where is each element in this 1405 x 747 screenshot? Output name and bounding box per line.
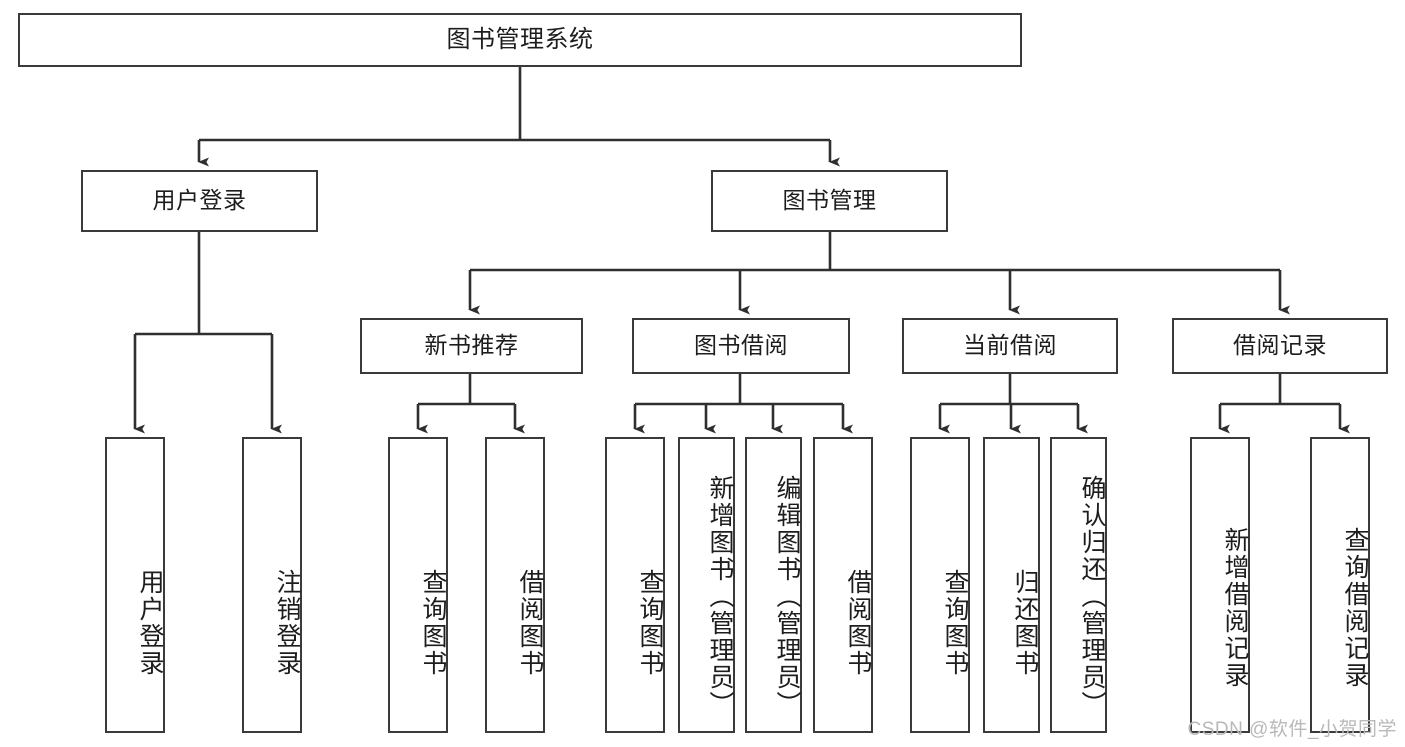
node-leaf-query-book-3[interactable]: 查询图书 [910,437,970,733]
node-current-borrow[interactable]: 当前借阅 [902,318,1118,374]
node-book-manage[interactable]: 图书管理 [711,170,948,232]
node-leaf-query-book-3-label: 查询图书 [941,569,969,677]
node-leaf-add-book-label: 新增图书（管理员） [706,474,734,718]
node-leaf-query-book-2-label: 查询图书 [636,569,664,677]
node-leaf-query-book-1[interactable]: 查询图书 [388,437,448,733]
node-leaf-borrow-book-1-label: 借阅图书 [516,569,544,677]
node-leaf-logout[interactable]: 注销登录 [242,437,302,733]
node-new-book-rec-label: 新书推荐 [424,332,519,359]
node-leaf-add-book[interactable]: 新增图书（管理员） [678,437,735,733]
node-leaf-user-login[interactable]: 用户登录 [105,437,165,733]
node-root[interactable]: 图书管理系统 [18,13,1022,67]
node-book-manage-label: 图书管理 [782,187,877,214]
node-leaf-query-book-1-label: 查询图书 [419,569,447,677]
node-leaf-borrow-book-2-label: 借阅图书 [844,569,872,677]
node-leaf-return-book-label: 归还图书 [1011,569,1039,677]
node-leaf-query-record-label: 查询借阅记录 [1341,527,1369,689]
node-borrow-record-label: 借阅记录 [1233,332,1327,359]
node-book-borrow-label: 图书借阅 [694,332,788,359]
node-leaf-edit-book[interactable]: 编辑图书（管理员） [745,437,802,733]
node-leaf-add-record[interactable]: 新增借阅记录 [1190,437,1250,733]
node-user-login[interactable]: 用户登录 [81,170,318,232]
node-leaf-borrow-book-2[interactable]: 借阅图书 [813,437,873,733]
node-current-borrow-label: 当前借阅 [963,332,1057,359]
node-leaf-confirm-return[interactable]: 确认归还（管理员） [1050,437,1107,733]
node-new-book-rec[interactable]: 新书推荐 [360,318,583,374]
watermark-text: CSDN @软件_小贺同学 [1187,719,1397,740]
node-leaf-add-record-label: 新增借阅记录 [1221,527,1249,689]
node-leaf-logout-label: 注销登录 [273,569,301,677]
node-user-login-label: 用户登录 [152,187,247,214]
node-leaf-borrow-book-1[interactable]: 借阅图书 [485,437,545,733]
node-leaf-edit-book-label: 编辑图书（管理员） [773,474,801,718]
node-leaf-user-login-label: 用户登录 [136,569,164,677]
node-leaf-query-book-2[interactable]: 查询图书 [605,437,665,733]
node-root-label: 图书管理系统 [446,25,594,53]
node-leaf-confirm-return-label: 确认归还（管理员） [1078,474,1106,718]
node-book-borrow[interactable]: 图书借阅 [632,318,850,374]
node-leaf-query-record[interactable]: 查询借阅记录 [1310,437,1370,733]
node-borrow-record[interactable]: 借阅记录 [1172,318,1388,374]
node-leaf-return-book[interactable]: 归还图书 [983,437,1040,733]
